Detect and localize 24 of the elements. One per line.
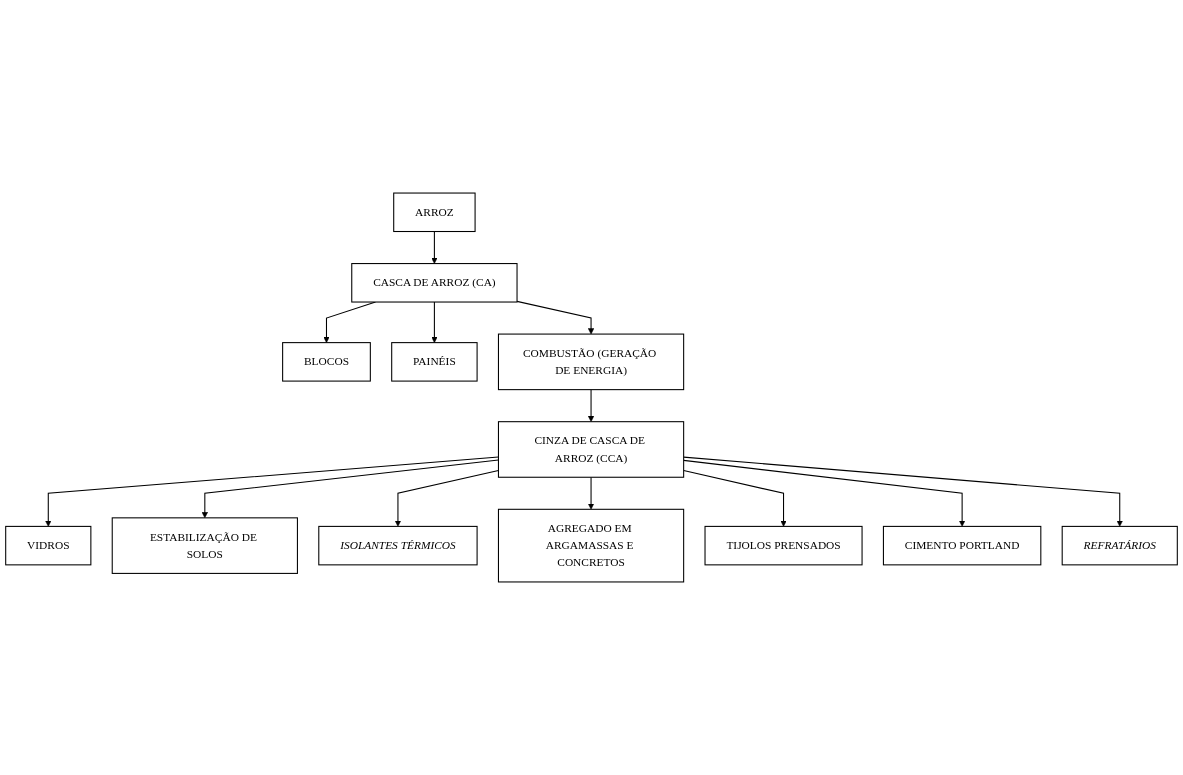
arrow xyxy=(394,469,499,527)
node-box: VIDROS xyxy=(5,525,92,566)
arrow xyxy=(201,459,499,519)
node-box: AGREGADO EM ARGAMASSAS E CONCRETOS xyxy=(497,508,685,583)
arrow xyxy=(45,456,499,527)
arrow xyxy=(683,456,1123,527)
node-box: CIMENTO PORTLAND xyxy=(882,525,1042,566)
arrow xyxy=(587,389,595,422)
node-box: TIJOLOS PRENSADOS xyxy=(704,525,863,566)
node-box: PAINÉIS xyxy=(391,342,478,382)
node-box: REFRATÁRIOS xyxy=(1061,525,1178,566)
node-box: ISOLANTES TÉRMICOS xyxy=(318,525,478,566)
node-box: COMBUSTÃO (GERAÇÃO DE ENERGIA) xyxy=(497,333,685,391)
arrow xyxy=(683,459,966,527)
node-box: CASCA DE ARROZ (CA) xyxy=(351,263,518,303)
arrow xyxy=(587,476,595,510)
arrow xyxy=(431,301,438,343)
node-box: BLOCOS xyxy=(282,342,371,382)
arrow xyxy=(431,230,438,264)
arrow xyxy=(516,300,595,335)
node-box: ESTABILIZAÇÃO DE SOLOS xyxy=(111,517,298,574)
arrow xyxy=(683,470,787,527)
node-box: CINZA DE CASCA DE ARROZ (CCA) xyxy=(497,421,685,478)
node-box: ARROZ xyxy=(393,192,476,233)
